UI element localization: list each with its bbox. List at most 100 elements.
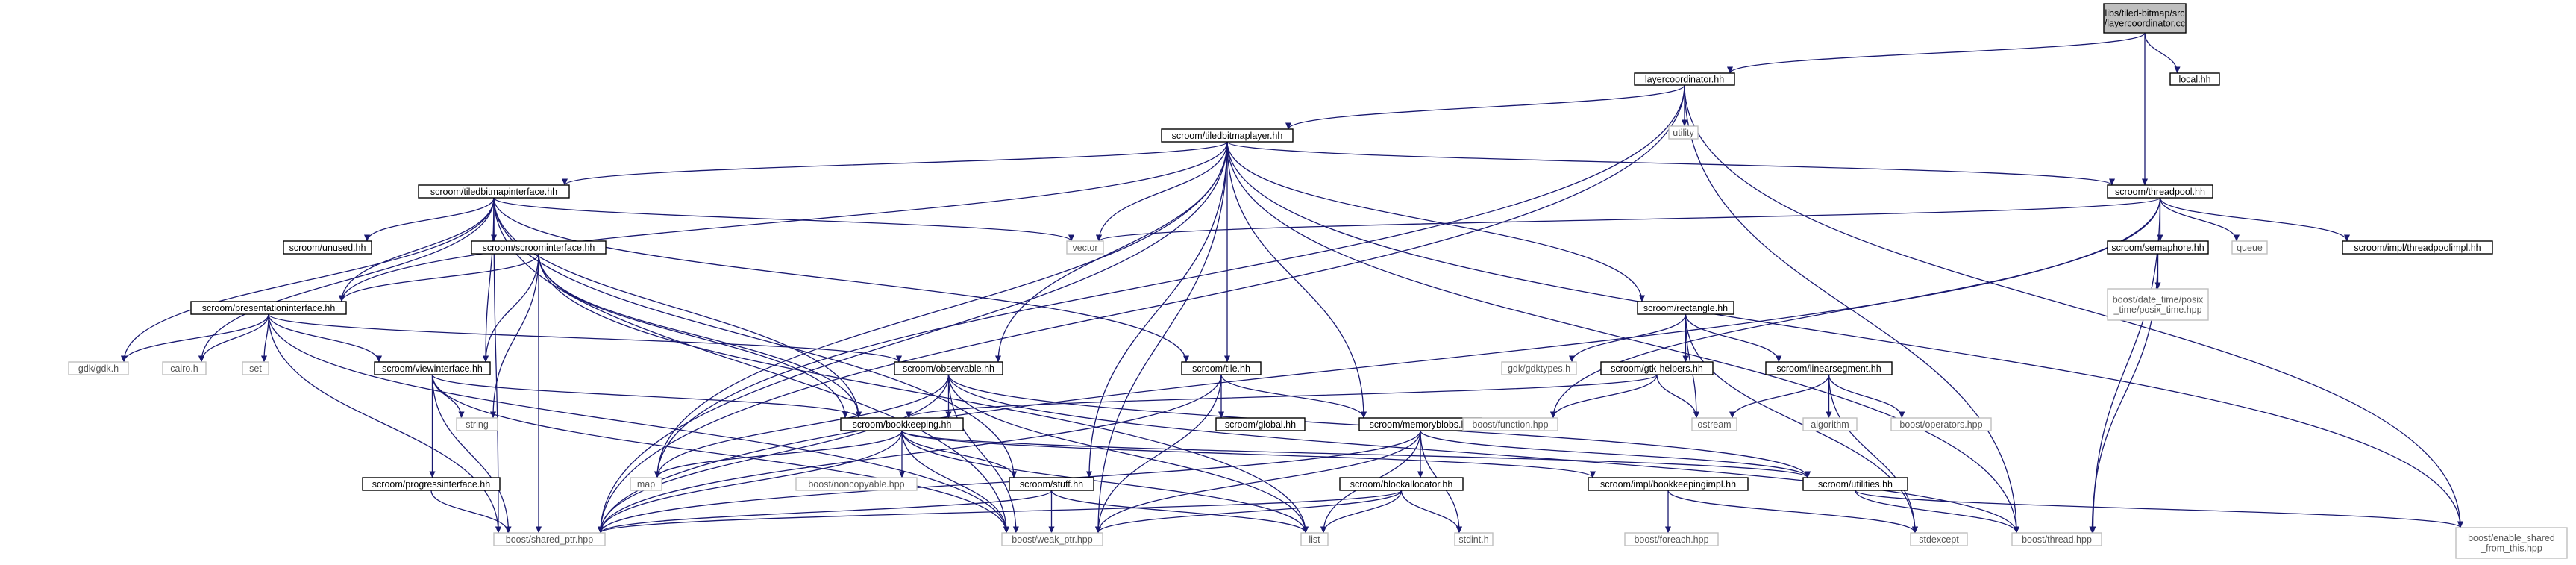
node-label: boost/foreach.hpp: [1634, 534, 1708, 545]
node-box: [1462, 417, 1558, 431]
include-edge-tiledbitmaplayer-to-presentationinterface: [339, 141, 1228, 302]
include-edge-tiledbitmaplayer-to-rectangle: [1226, 141, 1646, 302]
include-edge-tiledbitmaplayer-to-stuff: [1085, 141, 1228, 478]
node-box: [471, 240, 607, 255]
node-blockallocator[interactable]: scroom/blockallocator.hh: [1339, 477, 1464, 491]
include-edge-gtkhelpers-to-ostream: [1656, 374, 1700, 419]
node-cairoh: cairo.h: [162, 361, 207, 375]
node-label: cairo.h: [170, 363, 198, 374]
node-label: scroom/blockallocator.hh: [1350, 479, 1453, 490]
node-bookkeeping[interactable]: scroom/bookkeeping.hh: [840, 417, 964, 431]
include-edge-linearsegment-to-stdexcept: [1828, 374, 1919, 534]
node-linearsegment[interactable]: scroom/linearsegment.hh: [1765, 361, 1893, 375]
node-string: string: [456, 417, 498, 431]
include-edge-bookkeeping-to-list: [901, 430, 1309, 534]
node-rectangle[interactable]: scroom/rectangle.hh: [1637, 301, 1734, 315]
include-edge-tiledbitmapinterface-to-weakptr: [493, 197, 1010, 534]
include-edge-tiledbitmaplayer-to-observable: [994, 141, 1228, 363]
node-semaphore[interactable]: scroom/semaphore.hh: [2107, 240, 2209, 255]
node-label: utility: [1673, 128, 1694, 138]
node-label: map: [637, 479, 655, 490]
node-tiledbitmapinterface[interactable]: scroom/tiledbitmapinterface.hh: [418, 184, 570, 199]
node-tilehh[interactable]: scroom/tile.hh: [1181, 361, 1262, 375]
node-algorithm: algorithm: [1802, 417, 1858, 431]
include-edge-root-to-layercoordinator: [1727, 32, 2146, 74]
include-edge-tilehh-to-weakptr: [1094, 374, 1222, 534]
node-label: scroom/threadpool.hh: [2115, 187, 2205, 197]
node-label: _from_this.hpp: [2480, 543, 2542, 554]
node-layercoordinator[interactable]: layercoordinator.hh: [1634, 72, 1735, 86]
node-label: scroom/tiledbitmapinterface.hh: [430, 187, 557, 197]
node-foreach: boost/foreach.hpp: [1624, 532, 1719, 546]
node-viewinterface[interactable]: scroom/viewinterface.hh: [374, 361, 491, 375]
include-edge-observable-to-sharedptr: [597, 374, 950, 534]
node-localhh[interactable]: local.hh: [2169, 72, 2220, 86]
include-edge-tiledbitmapinterface-to-vector: [493, 197, 1074, 242]
edge-layer: [120, 32, 2464, 534]
node-box: [1009, 477, 1094, 491]
include-edge-bookkeeping-to-utilities: [901, 430, 1811, 478]
include-edge-bookkeeping-to-weakptr: [901, 430, 1010, 534]
node-tiledbitmaplayer[interactable]: scroom/tiledbitmaplayer.hh: [1161, 128, 1294, 143]
node-label: scroom/semaphore.hh: [2111, 243, 2204, 253]
node-box: [2169, 72, 2220, 86]
node-gtkhelpers[interactable]: scroom/gtk-helpers.hh: [1600, 361, 1714, 375]
node-label: local.hh: [2178, 74, 2210, 84]
include-edge-presentationinterface-to-viewinterface: [268, 313, 383, 363]
include-edge-gtkhelpers-to-boostfunction: [1549, 374, 1658, 419]
node-ostream: ostream: [1691, 417, 1737, 431]
include-edge-threadpool-to-boostfunction: [1549, 197, 2161, 419]
include-edge-scroominterface-to-presentationinterface: [339, 253, 539, 302]
node-box: [1454, 532, 1494, 546]
include-edge-tiledbitmapinterface-to-unused: [364, 197, 495, 242]
include-edge-memoryblobs-to-utilities: [1420, 430, 1811, 478]
node-map: map: [630, 477, 662, 491]
node-label: scroom/impl/bookkeepingimpl.hh: [1600, 479, 1736, 490]
include-edge-tiledbitmapinterface-to-presentationinterface: [338, 197, 495, 302]
node-root: libs/tiled-bitmap/src/layercoordinator.c…: [2103, 3, 2187, 34]
node-observable[interactable]: scroom/observable.hh: [894, 361, 1003, 375]
node-label: scroom/stuff.hh: [1020, 479, 1083, 490]
include-edge-tiledbitmapinterface-to-cairoh: [198, 197, 495, 363]
include-edge-bookkeepingimpl-to-stdexcept: [1667, 490, 1918, 534]
node-progressinterface[interactable]: scroom/progressinterface.hh: [362, 477, 501, 491]
include-edge-layercoordinator-to-tiledbitmaplayer: [1285, 84, 1685, 130]
include-edge-threadpool-to-queue: [2159, 197, 2240, 242]
node-box: [795, 477, 918, 491]
node-memoryblobs[interactable]: scroom/memoryblobs.hh: [1358, 417, 1482, 431]
node-box: [1161, 128, 1294, 143]
include-edge-memoryblobs-to-weakptr: [1095, 430, 1421, 534]
include-edge-rectangle-to-gdktypes: [1568, 313, 1687, 363]
node-box: [1339, 477, 1464, 491]
node-threadpoolimpl[interactable]: scroom/impl/threadpoolimpl.hh: [2342, 240, 2493, 255]
include-edge-bookkeeping-to-sharedptr: [598, 430, 903, 534]
node-label: boost/date_time/posix: [2113, 295, 2204, 305]
include-edge-tiledbitmaplayer-to-sharedptr: [597, 141, 1228, 534]
node-label: boost/operators.hpp: [1899, 419, 1982, 430]
node-box: [1066, 240, 1104, 255]
node-label: boost/noncopyable.hpp: [808, 479, 904, 490]
node-label: vector: [1072, 243, 1097, 253]
node-unused[interactable]: scroom/unused.hh: [283, 240, 372, 255]
include-edge-tiledbitmapinterface-to-tilehh: [493, 197, 1189, 363]
node-box: [894, 361, 1003, 375]
include-edge-scroominterface-to-gtkh: [538, 253, 862, 419]
node-box: [1802, 417, 1858, 431]
node-box: [242, 361, 269, 375]
include-edge-tiledbitmapinterface-to-gdkh: [120, 197, 495, 363]
node-box: [1001, 532, 1103, 546]
node-globalhh[interactable]: scroom/global.hh: [1215, 417, 1306, 431]
node-label: algorithm: [1811, 419, 1849, 430]
node-threadpool[interactable]: scroom/threadpool.hh: [2107, 184, 2213, 199]
node-scroominterface[interactable]: scroom/scroominterface.hh: [471, 240, 607, 255]
include-edge-bookkeeping-to-stuff: [901, 430, 1018, 478]
include-edge-root-to-localhh: [2144, 32, 2181, 74]
node-box: [2107, 288, 2209, 321]
node-bookkeepingimpl[interactable]: scroom/impl/bookkeepingimpl.hh: [1588, 477, 1749, 491]
include-edge-tiledbitmapinterface-to-gtkh: [493, 197, 862, 419]
node-utilities[interactable]: scroom/utilities.hh: [1802, 477, 1908, 491]
node-box: [1181, 361, 1262, 375]
node-stuff[interactable]: scroom/stuff.hh: [1009, 477, 1094, 491]
node-presentationinterface[interactable]: scroom/presentationinterface.hh: [190, 301, 347, 315]
node-label: stdexcept: [1919, 534, 1959, 545]
